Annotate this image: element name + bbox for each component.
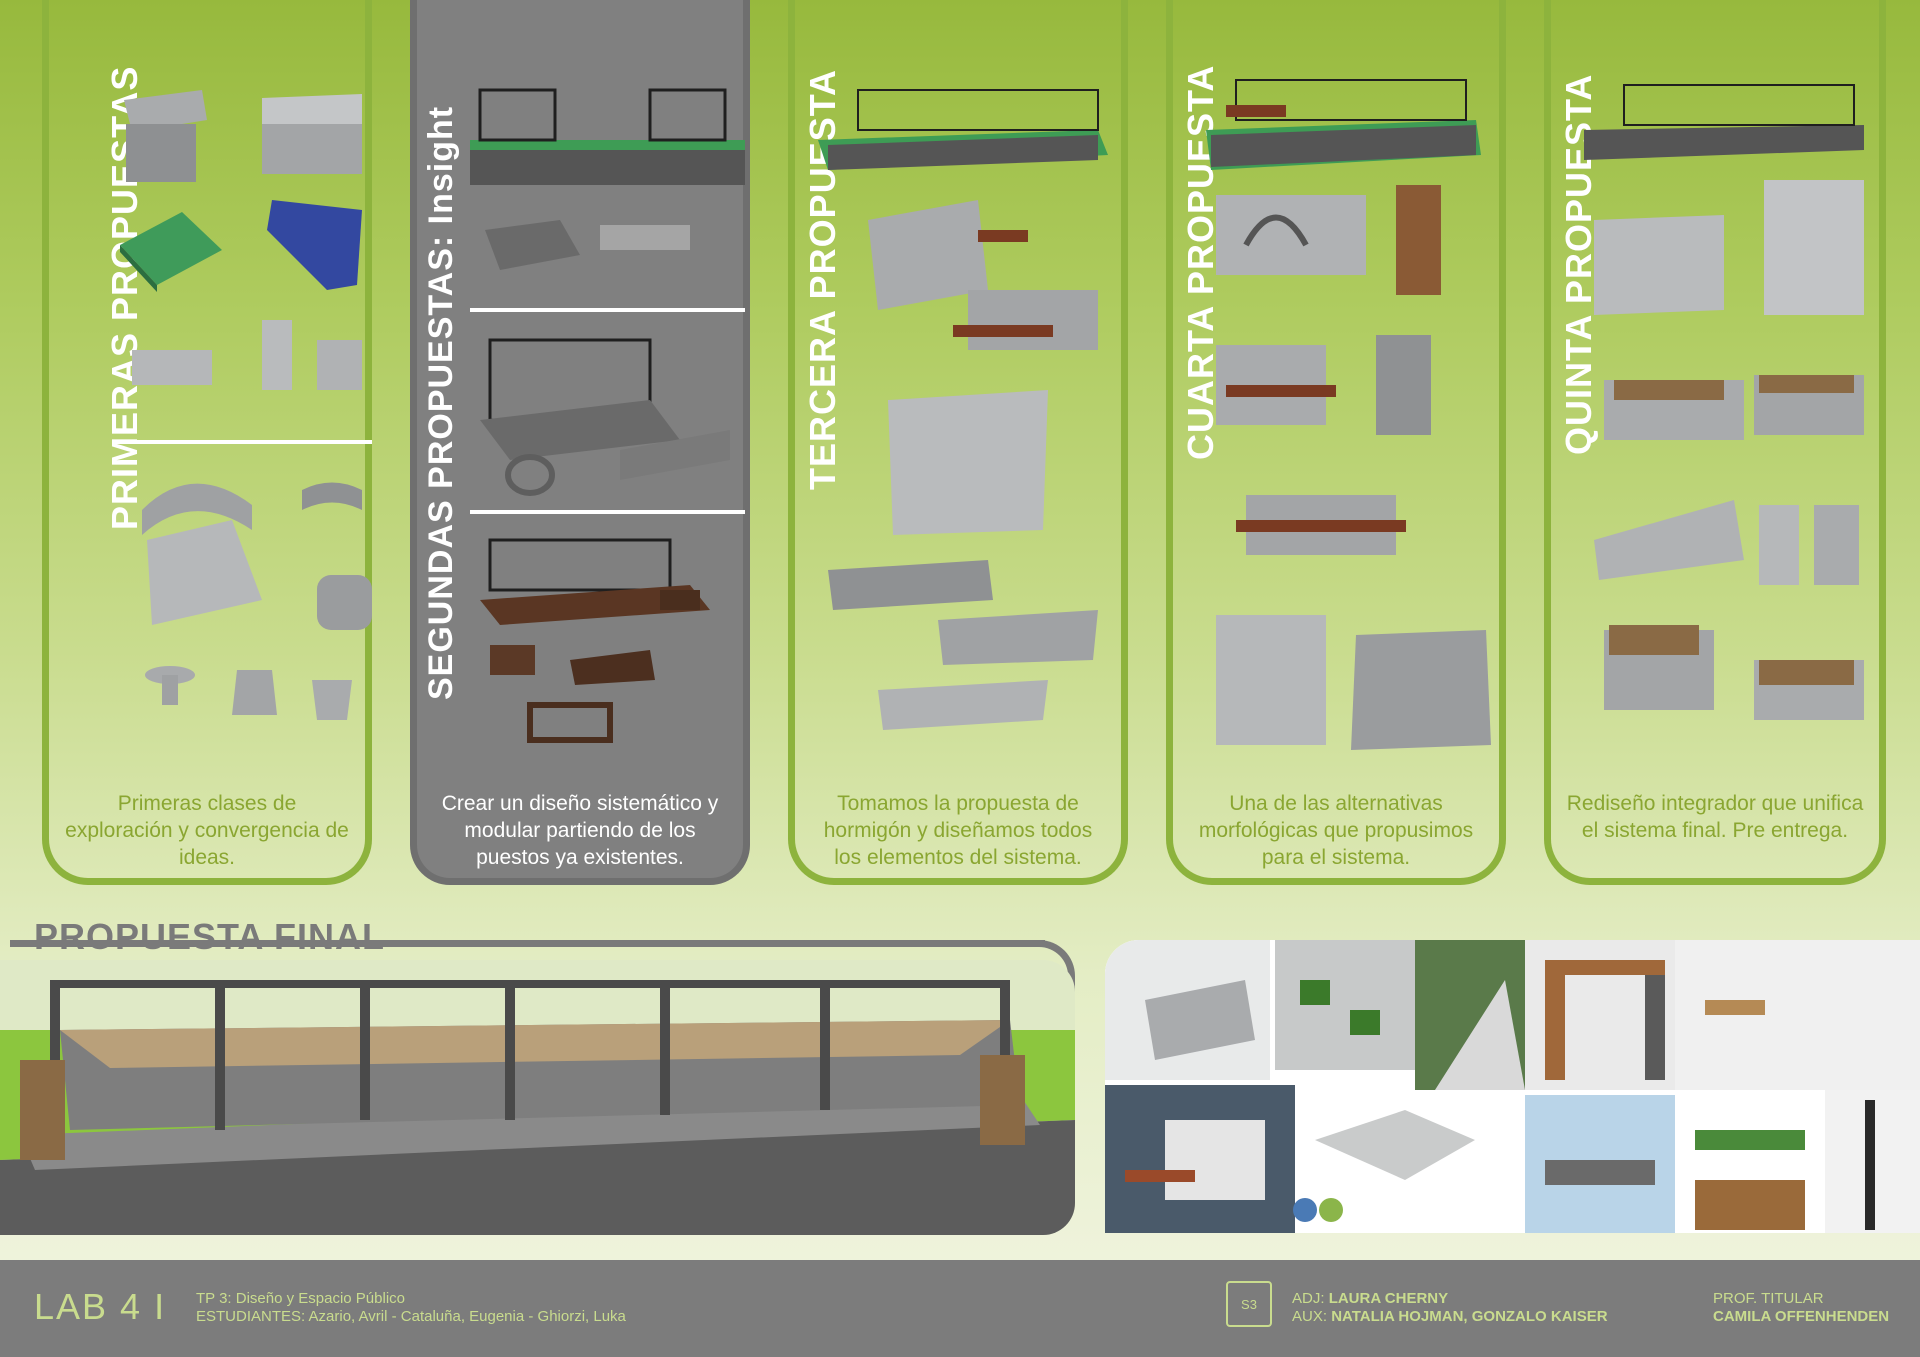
adj-line: ADJ: LAURA CHERNY [1292, 1290, 1448, 1307]
sheet-number: S3 [1241, 1296, 1257, 1312]
prof-label: PROF. TITULAR [1713, 1290, 1824, 1307]
aux-names: NATALIA HOJMAN, GONZALO KAISER [1331, 1308, 1608, 1325]
footer: LAB 4 I TP 3: Diseño y Espacio Público E… [0, 1260, 1920, 1357]
concrete-system-thumbnails [818, 89, 1108, 730]
students: ESTUDIANTES: Azario, Avril - Cataluña, E… [196, 1308, 626, 1325]
reference-images [1105, 940, 1920, 1233]
aux-line: AUX: NATALIA HOJMAN, GONZALO KAISER [1292, 1308, 1608, 1325]
modular-stall-thumbnails [470, 88, 745, 743]
integrated-system-thumbnails [1584, 84, 1864, 720]
concrete-modules-thumbnails [112, 90, 372, 720]
final-proposal-frame-top [405, 940, 1045, 947]
column-primeras: PRIMERAS PROPUESTAS Primeras clases de e… [42, 0, 372, 885]
column-cuarta: CUARTA PROPUESTA Una de las alternativas… [1166, 0, 1506, 885]
tp-title: TP 3: Diseño y Espacio Público [196, 1290, 405, 1307]
column-description: Una de las alternativas morfológicas que… [1198, 792, 1474, 869]
column-tercera: TERCERA PROPUESTA Tomamos la propuesta d… [788, 0, 1128, 885]
final-proposal-title: PROPUESTA FINAL [34, 916, 386, 957]
adj-label: ADJ: [1292, 1290, 1325, 1307]
column-frame [1544, 0, 1886, 885]
column-quinta: QUINTA PROPUESTA Rediseño integrador que… [1544, 0, 1886, 885]
final-stall-render [0, 960, 1075, 1235]
lab-title: LAB 4 I [34, 1286, 167, 1327]
column-description: Crear un diseño sistemático y modular pa… [441, 792, 719, 869]
bench-module-thumbnails [1206, 79, 1491, 750]
column-segundas: SEGUNDAS PROPUESTAS: Insight Crear un di… [410, 0, 750, 885]
column-description: Tomamos la propuesta de hormigón y diseñ… [823, 792, 1093, 869]
final-proposal-render [0, 960, 1075, 1235]
aux-label: AUX: [1292, 1308, 1328, 1325]
reference-collage [1105, 940, 1920, 1233]
column-frame [1166, 0, 1506, 885]
column-frame [788, 0, 1128, 885]
sheet-badge: S3 [1226, 1281, 1272, 1327]
column-description: Rediseño integrador que unifica el siste… [1566, 792, 1864, 842]
column-description: Primeras clases de exploración y converg… [65, 792, 349, 869]
adj-name: LAURA CHERNY [1328, 1290, 1449, 1307]
prof-name: CAMILA OFFENHENDEN [1713, 1308, 1890, 1325]
column-title: SEGUNDAS PROPUESTAS: Insight [422, 105, 460, 700]
